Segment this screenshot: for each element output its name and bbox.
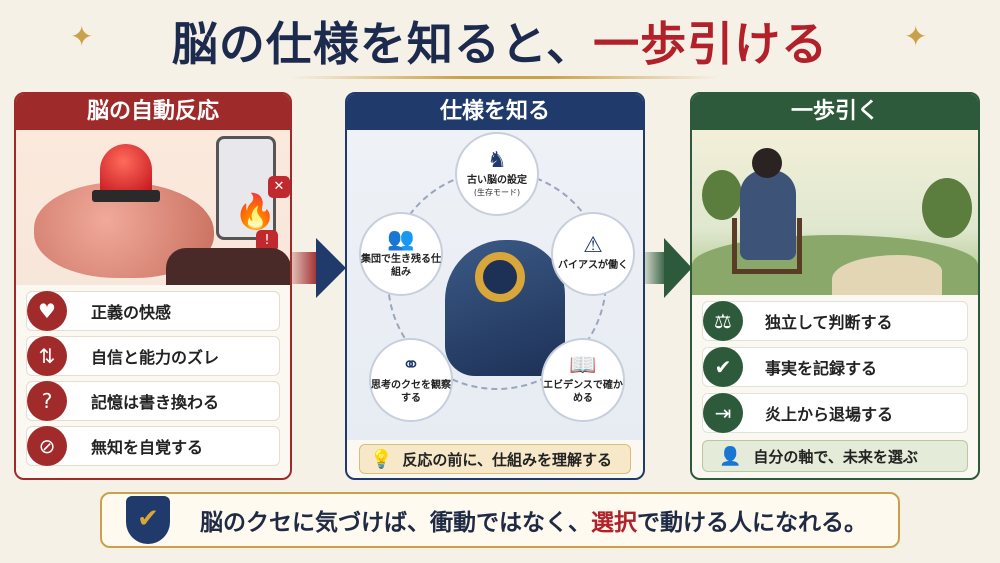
siren-base — [92, 190, 160, 202]
eye-slash-icon: ⊘ — [27, 426, 67, 466]
node-sublabel: (生存モード) — [473, 188, 521, 198]
list-item-label: 炎上から退場する — [765, 405, 894, 424]
panel-auto-reaction: 脳の自動反応 ✕ ! 🔥 ♥ 正義の快感 ⇅ 自信と能力のズレ ? 記憶は書き換… — [14, 92, 292, 480]
arrow-head-icon — [664, 238, 692, 298]
siren-icon — [100, 144, 152, 194]
heart-speech-icon: ♥ — [27, 291, 67, 331]
list-item-label: 正義の快感 — [91, 303, 172, 322]
list-item-label: 事実を記録する — [765, 359, 878, 378]
gear-icon — [475, 252, 525, 302]
node-observe: ⚭ 思考のクセを観察する — [369, 338, 453, 422]
warning-icon: ⚠ — [583, 233, 603, 259]
panel-know-spec: 仕様を知る ♞ 古い脳の設定 (生存モード) 👥 集団で生き残る仕組み ⚠ バイ… — [345, 92, 645, 480]
bottom-text-before: 脳のクセに気づけば、衝動ではなく、 — [200, 509, 591, 536]
list-item: ⊘ 無知を自覚する — [26, 426, 280, 466]
calm-person-illustration — [692, 130, 978, 295]
list-item-label: 自信と能力のズレ — [91, 348, 220, 367]
chair-icon — [732, 218, 802, 274]
list-item: ⚖ 独立して判断する — [702, 301, 968, 341]
brain-mechanism-diagram: ♞ 古い脳の設定 (生存モード) 👥 集団で生き残る仕組み ⚠ バイアスが働く … — [347, 130, 643, 440]
list-item: ♥ 正義の快感 — [26, 291, 280, 331]
mid-summary-banner: 💡 反応の前に、仕組みを理解する — [359, 444, 631, 474]
exit-door-icon: ⇥ — [703, 393, 743, 433]
list-item: ⇥ 炎上から退場する — [702, 393, 968, 433]
step-back-list: ⚖ 独立して判断する ✔ 事実を記録する ⇥ 炎上から退場する — [692, 295, 978, 433]
clipboard-check-icon: ✔ — [703, 347, 743, 387]
node-label: 思考のクセを観察する — [371, 380, 451, 404]
title-main: 脳の仕様を知ると、 — [171, 17, 594, 71]
list-item: ? 記憶は書き換わる — [26, 381, 280, 421]
lightbulb-icon: 💡 — [370, 448, 393, 470]
tree-icon — [702, 170, 742, 220]
right-summary-banner: 👤 自分の軸で、未来を選ぶ — [702, 440, 968, 472]
person-icon: 👤 — [719, 445, 742, 467]
node-bias: ⚠ バイアスが働く — [551, 212, 635, 296]
question-head-icon: ? — [27, 381, 67, 421]
node-label: エビデンスで確かめる — [543, 380, 623, 404]
node-old-brain: ♞ 古い脳の設定 (生存モード) — [455, 132, 539, 216]
node-label: 集団で生き残る仕組み — [361, 254, 441, 278]
tree-icon — [922, 178, 972, 238]
arrow-head-icon — [316, 238, 346, 298]
node-label: バイアスが働く — [558, 260, 628, 272]
list-item: ✔ 事実を記録する — [702, 347, 968, 387]
crowd-silhouette — [166, 248, 290, 285]
list-item-label: 独立して判断する — [765, 313, 893, 332]
bottom-text-after: で動ける人になれる。 — [637, 509, 867, 536]
seated-person-icon — [740, 170, 796, 260]
list-item: ⇅ 自信と能力のズレ — [26, 336, 280, 376]
title-accent: 一歩引ける — [593, 17, 829, 71]
arrow-right-icon — [645, 252, 667, 284]
node-label: 古い脳の設定 — [467, 174, 527, 186]
list-item-label: 記憶は書き換わる — [91, 393, 220, 412]
title-underline — [290, 76, 720, 79]
binoculars-icon: ⚭ — [401, 353, 421, 378]
list-item-label: 無知を自覚する — [91, 438, 204, 457]
right-banner-text: 自分の軸で、未来を選ぶ — [753, 447, 918, 466]
page-title: 脳の仕様を知ると、一歩引ける — [0, 8, 1000, 74]
open-book-icon: 📖 — [569, 353, 597, 378]
panel-step-back: 一歩引く ⚖ 独立して判断する ✔ 事実を記録する ⇥ 炎上から退場する 👤 自… — [690, 92, 980, 480]
arrow-right-icon — [290, 252, 318, 284]
panel-mid-header: 仕様を知る — [347, 94, 643, 130]
bottom-message: 脳のクセに気づけば、衝動ではなく、選択で動ける人になれる。 — [200, 503, 867, 537]
reaction-list: ♥ 正義の快感 ⇅ 自信と能力のズレ ? 記憶は書き換わる ⊘ 無知を自覚する — [16, 285, 290, 466]
caveman-fire-icon: ♞ — [487, 147, 507, 173]
sparkle-left-icon: ✦ — [70, 20, 94, 53]
angry-badge-icon: ! — [256, 230, 278, 252]
node-group-survival: 👥 集団で生き残る仕組み — [359, 212, 443, 296]
panel-right-header: 一歩引く — [692, 94, 978, 130]
group-people-icon: 👥 — [387, 227, 415, 252]
scales-icon: ⚖ — [703, 301, 743, 341]
alert-badge-icon: ✕ — [268, 176, 290, 198]
brain-alarm-illustration: ✕ ! 🔥 — [16, 130, 290, 285]
node-evidence: 📖 エビデンスで確かめる — [541, 338, 625, 422]
road — [832, 255, 942, 295]
person-head — [752, 148, 782, 178]
shield-check-icon: ✔ — [126, 496, 170, 544]
panel-left-header: 脳の自動反応 — [16, 94, 290, 130]
bottom-message-banner: ✔ 脳のクセに気づけば、衝動ではなく、選択で動ける人になれる。 — [100, 492, 900, 548]
mid-banner-text: 反応の前に、仕組みを理解する — [402, 450, 612, 469]
bottom-text-accent: 選択 — [591, 509, 637, 536]
fire-icon: 🔥 — [234, 192, 277, 232]
person-arrow-icon: ⇅ — [27, 336, 67, 376]
sparkle-right-icon: ✦ — [904, 20, 928, 53]
